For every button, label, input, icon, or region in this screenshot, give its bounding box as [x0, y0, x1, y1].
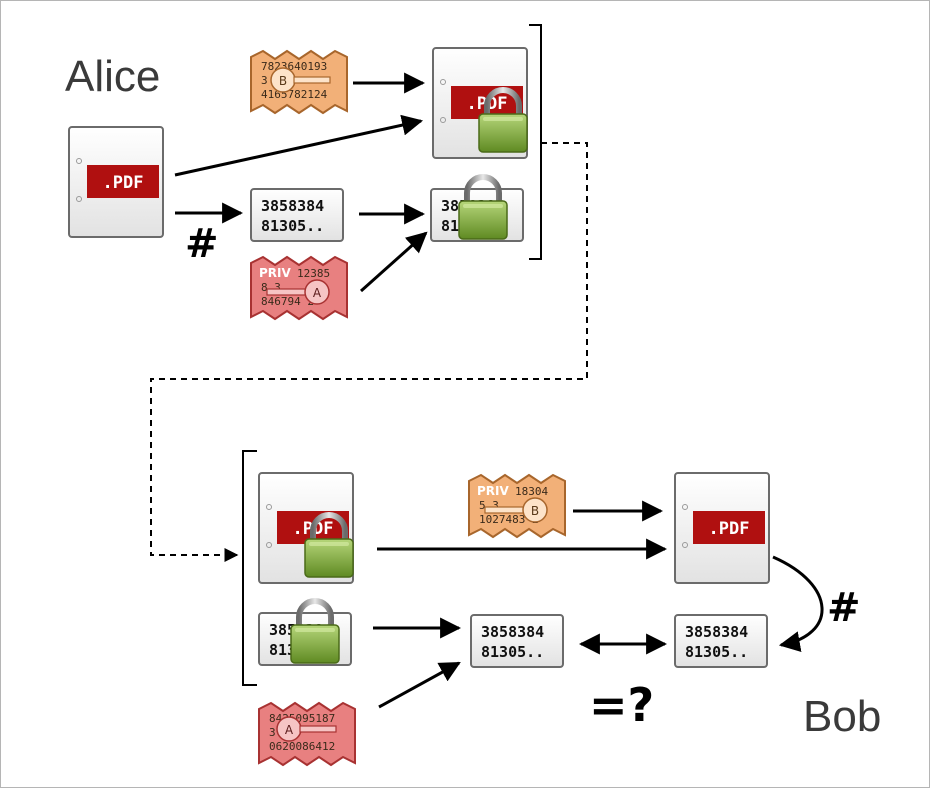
bob-bundle-bracket — [242, 450, 257, 686]
hash-symbol-bob: # — [827, 585, 861, 631]
encrypted-pdf-document: .PDF — [432, 47, 527, 159]
key-digits-line-3: 846794 2 — [261, 295, 314, 308]
decrypted-hash-box: 3858384 81305.. — [470, 614, 564, 668]
key-digits-line-3: 1027483 2 — [479, 513, 539, 526]
compare-symbol: =? — [589, 678, 654, 732]
key-digits-line-3: 0620086412 — [269, 740, 335, 753]
hash-line-2: 81305.. — [261, 217, 324, 235]
bob-computed-hash-box: 3858384 81305.. — [674, 614, 768, 668]
hash-symbol-alice: # — [185, 221, 219, 267]
alice-pdf-document: .PDF — [68, 126, 164, 238]
hash-line-1: 3858384 — [685, 623, 748, 641]
bob-public-key-card: 7823640193 3 13 4165782124 B — [250, 50, 348, 114]
key-icon: A — [276, 716, 337, 742]
key-digits-line-1: 12385 — [297, 267, 330, 280]
transfer-dashed-line — [150, 142, 588, 562]
key-digits-line-3: 4165782124 — [261, 88, 328, 101]
hash-line-2: 81305.. — [481, 643, 544, 661]
alice-arrows — [174, 72, 428, 293]
alice-label: Alice — [65, 52, 160, 101]
hash-line-1: 3858384 — [481, 623, 544, 641]
bob-arrows — [373, 500, 824, 709]
lock-icon — [291, 601, 339, 663]
key-owner-letter: B — [279, 74, 287, 88]
arrow-pdf-to-hash-bob — [772, 555, 824, 652]
received-signed-hash: 3858384 81305.. — [258, 601, 352, 666]
key-digits-line-1: 7823640193 — [261, 60, 327, 73]
bob-private-key-card: PRIV 18304 5 3 1027483 2 B — [468, 474, 566, 538]
key-owner-letter: B — [531, 504, 539, 518]
key-icon: B — [270, 67, 331, 93]
arrow-private-key-to-signed-hash — [360, 231, 428, 293]
signed-hash-box: 3858384 81305.. — [430, 177, 524, 242]
key-icon: A — [266, 279, 330, 305]
alice-private-key-card: PRIV 12385 8 3 846794 2 A — [250, 256, 348, 320]
alice-hash-box: 3858384 81305.. — [250, 188, 344, 242]
private-key-tag: PRIV — [477, 484, 510, 498]
key-owner-letter: A — [313, 286, 322, 300]
hash-line-2: 81305.. — [685, 643, 748, 661]
decrypted-pdf-document: .PDF — [674, 472, 770, 584]
bob-label: Bob — [803, 692, 881, 741]
alice-public-key-card: 8425095187 3 1 0620086412 A — [258, 702, 356, 766]
pdf-extension-label: .PDF — [103, 173, 144, 193]
alice-bundle-bracket — [529, 24, 542, 260]
arrow-pdf-to-encrypted-pdf — [174, 114, 424, 177]
hash-line-1: 3858384 — [261, 197, 324, 215]
key-icon: B — [484, 497, 548, 523]
arrow-public-key-to-decrypted-hash — [378, 661, 461, 709]
pdf-extension-label: .PDF — [709, 519, 750, 539]
key-digits-line-1: 18304 — [515, 485, 548, 498]
received-encrypted-pdf: .PDF — [258, 472, 353, 584]
key-owner-letter: A — [285, 723, 294, 737]
private-key-tag: PRIV — [259, 266, 292, 280]
lock-icon — [459, 177, 507, 239]
